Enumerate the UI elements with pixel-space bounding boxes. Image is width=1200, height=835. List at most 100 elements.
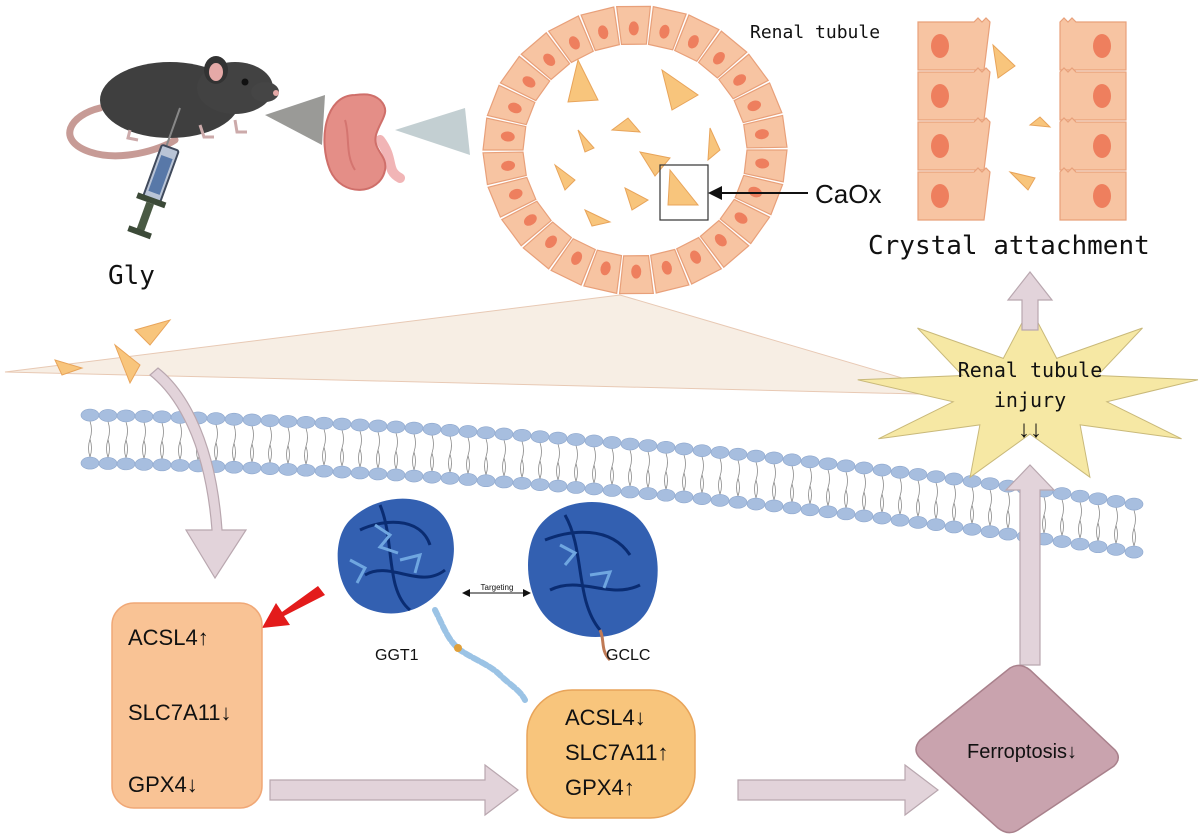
lipid-head: [818, 457, 838, 471]
lipid-tail: [592, 446, 596, 484]
lipid-tail: [970, 487, 974, 524]
entry-arrow: [149, 367, 248, 580]
after-marker-3: GPX4↑: [565, 775, 635, 800]
lipid-head: [260, 414, 280, 427]
lipid-head: [584, 482, 604, 496]
lipid-tail: [844, 471, 848, 508]
lipid-head: [782, 501, 802, 515]
gclc-label: GCLC: [606, 647, 650, 664]
lipid-head: [980, 525, 1000, 538]
lipid-head: [422, 470, 442, 484]
cell-nucleus: [734, 212, 748, 224]
lipid-tail: [412, 433, 416, 471]
lipid-head: [692, 444, 712, 457]
lipid-head: [584, 434, 604, 448]
lipid-head: [944, 520, 964, 534]
lipid-head: [1124, 545, 1144, 559]
lipid-head: [152, 458, 172, 472]
after-marker-2: SLC7A11↑: [565, 740, 669, 765]
lipid-tail: [898, 478, 902, 515]
lipid-tail: [862, 473, 866, 511]
lipid-tail: [736, 460, 740, 497]
cell-nucleus: [571, 251, 583, 265]
lipid-head: [458, 425, 478, 438]
targeting-link: [462, 589, 531, 597]
lipid-tail: [268, 426, 272, 463]
lipid-head: [350, 418, 370, 432]
lipid-head: [800, 503, 820, 517]
lipid-head: [386, 420, 406, 434]
lipid-tail: [178, 423, 182, 460]
cell-nucleus: [713, 51, 725, 65]
kidney-icon: [323, 93, 405, 191]
lipid-tail: [124, 421, 128, 459]
mouse-to-kidney-cone: [265, 95, 325, 145]
cell-nucleus: [508, 188, 523, 200]
lipid-tail: [340, 429, 344, 467]
tubule-cell: [917, 67, 991, 121]
lipid-head: [386, 468, 406, 482]
lipid-head: [1088, 540, 1108, 554]
after-treatment-box: [526, 689, 696, 819]
lipid-tail: [538, 442, 542, 479]
lipid-head: [476, 474, 496, 488]
injury-label-line1: Renal tubule: [958, 358, 1103, 382]
lipid-tail: [376, 431, 380, 469]
tubule-cross-section: [482, 5, 788, 295]
lipid-tail: [1060, 499, 1064, 536]
lipid-head: [422, 422, 442, 436]
lipid-tail: [718, 458, 722, 495]
lipid-head: [80, 408, 100, 422]
lipid-tail: [574, 445, 578, 482]
lipid-head: [764, 499, 784, 513]
lipid-head: [242, 413, 262, 427]
after-marker-1: ACSL4↓: [565, 705, 646, 730]
lipid-head: [458, 473, 478, 486]
lipid-head: [530, 430, 550, 443]
lipid-head: [710, 494, 730, 507]
lipid-head: [98, 409, 118, 422]
lipid-head: [1106, 543, 1126, 556]
lipid-tail: [286, 427, 290, 464]
lipid-tail: [1132, 509, 1136, 547]
lipid-head: [116, 457, 136, 471]
lipid-head: [1088, 492, 1108, 506]
cell-nucleus: [501, 160, 516, 171]
before-marker-3: GPX4↓: [128, 772, 198, 797]
lipid-tail: [1006, 491, 1010, 529]
lipid-tail: [394, 432, 398, 470]
lipid-head: [926, 470, 946, 483]
lipid-head: [116, 409, 136, 423]
lipid-head: [1070, 489, 1090, 503]
lipid-head: [674, 442, 694, 456]
lipid-head: [332, 417, 352, 431]
lipid-head: [242, 461, 262, 475]
lipid-head: [692, 492, 712, 505]
lipid-head: [872, 511, 892, 525]
lipid-tail: [448, 436, 452, 473]
lipid-head: [602, 484, 622, 497]
lipid-head: [512, 428, 532, 442]
lipid-head: [908, 516, 928, 529]
cell-nucleus: [600, 261, 611, 276]
gly-label: Gly: [108, 261, 155, 291]
lipid-head: [710, 446, 730, 459]
lipid-tail: [430, 435, 434, 472]
lipid-tail: [934, 482, 938, 519]
tubule-cell: [917, 117, 991, 171]
kidney-to-tubule-cone: [395, 108, 470, 155]
lipid-head: [206, 412, 226, 425]
cell-nucleus: [1093, 84, 1111, 108]
cell-nucleus: [545, 235, 557, 249]
ferroptosis-to-injury-arrow: [1004, 464, 1056, 666]
tubule-wall-left: [917, 17, 991, 221]
caox-crystals: [553, 58, 721, 227]
lipid-head: [1070, 537, 1090, 551]
protein-gclc-icon: [528, 502, 658, 662]
lipid-head: [962, 522, 982, 536]
cell-nucleus: [931, 184, 949, 208]
cell-nucleus: [931, 134, 949, 158]
lipid-tail: [1042, 496, 1046, 534]
